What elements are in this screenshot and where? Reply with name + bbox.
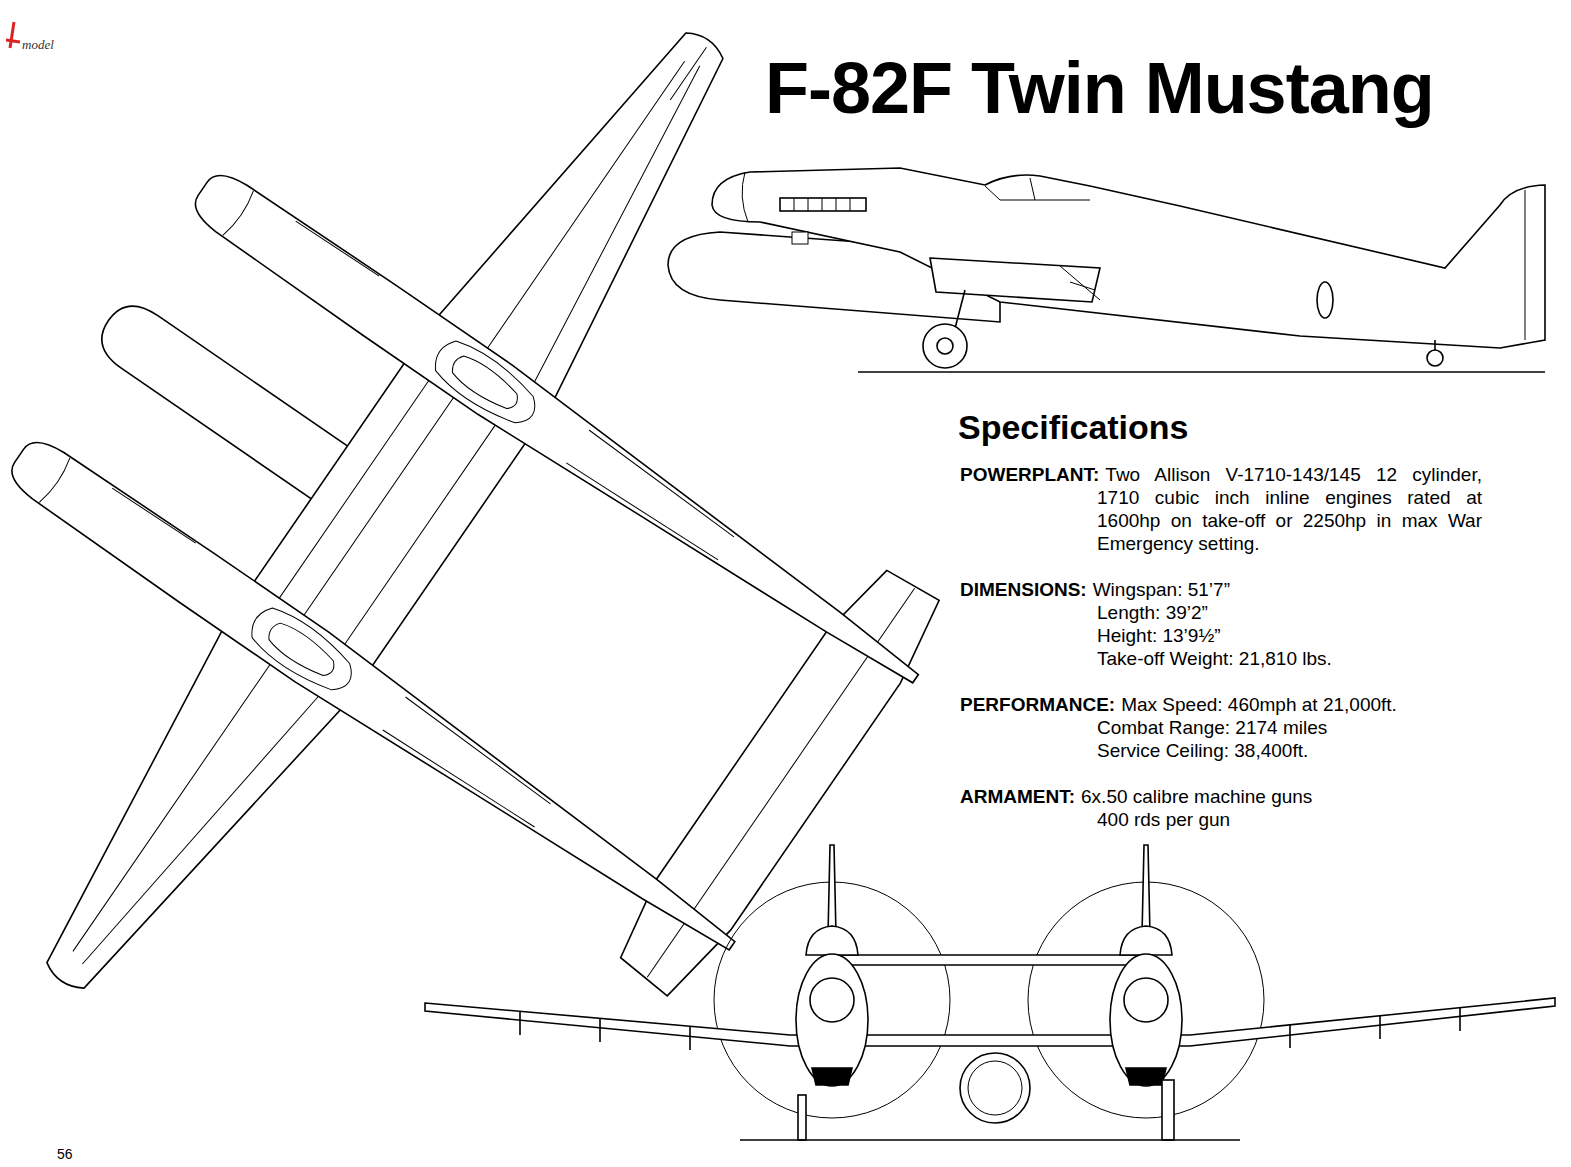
tailplane-front — [840, 955, 1138, 965]
flap-line — [1060, 266, 1100, 300]
spec-value: Service Ceiling: 38,400ft. — [1097, 739, 1482, 762]
fuselage-front — [796, 954, 868, 1086]
spec-heading: PERFORMANCE: — [960, 694, 1115, 715]
spec-value: 400 rds per gun — [1097, 808, 1482, 831]
fin — [1142, 845, 1150, 935]
logo-mark — [6, 22, 20, 48]
spec-group: DIMENSIONS: Wingspan: 51’7”Length: 39’2”H… — [960, 578, 1482, 670]
ground-line — [740, 1139, 1240, 1141]
spec-group: POWERPLANT:Two Allison V-1710-143/145 12… — [960, 463, 1482, 555]
fuselage — [2, 431, 749, 970]
canopy-line — [985, 178, 1090, 200]
fuselage-front — [1110, 954, 1182, 1086]
exhaust-stack — [780, 198, 866, 211]
page-number: 56 — [57, 1147, 73, 1161]
spec-heading: ARMAMENT: — [960, 786, 1075, 807]
section-heading: Specifications — [958, 410, 1189, 444]
spinner-front — [1124, 978, 1168, 1022]
center-pod-inner — [968, 1061, 1022, 1115]
main-wheel-hub — [937, 338, 953, 354]
top-view — [0, 0, 1147, 1167]
main-gear-front — [798, 1095, 806, 1140]
center-pod — [90, 294, 355, 504]
spec-heading: POWERPLANT: — [960, 464, 1099, 485]
side-fuselage — [712, 168, 1545, 348]
spec-group: ARMAMENT: 6x.50 calibre machine guns400 r… — [960, 785, 1482, 831]
spec-value: Take-off Weight: 21,810 lbs. — [1097, 647, 1482, 670]
fin — [828, 845, 836, 935]
spec-value: Height: 13’9½” — [1097, 624, 1482, 647]
spec-value: Max Speed: 460mph at 21,000ft. — [1121, 694, 1397, 715]
main-wheel — [923, 324, 967, 368]
spinner-front — [810, 978, 854, 1022]
tail-wheel — [1427, 350, 1443, 366]
main-gear-front — [1162, 1080, 1174, 1140]
spec-heading: DIMENSIONS: — [960, 579, 1087, 600]
tailplane — [605, 558, 951, 1005]
spec-value: Length: 39’2” — [1097, 601, 1482, 624]
radiator-scoop — [1126, 1068, 1166, 1085]
intake-grill — [792, 232, 808, 244]
radiator-scoop — [812, 1068, 852, 1085]
page-title: F-82F Twin Mustang — [765, 52, 1434, 124]
spec-value: Combat Range: 2174 miles — [1097, 716, 1482, 739]
spec-group: PERFORMANCE: Max Speed: 460mph at 21,000f… — [960, 693, 1482, 762]
spinner-line — [742, 172, 748, 222]
ground-line — [858, 371, 1545, 373]
side-view — [668, 168, 1545, 372]
front-view — [425, 845, 1555, 1140]
rudder-line — [1525, 190, 1526, 340]
watermark: model — [22, 38, 54, 51]
center-pod-front — [960, 1053, 1030, 1123]
spec-value: 6x.50 calibre machine guns — [1081, 786, 1312, 807]
fuselage-hatch — [1317, 282, 1333, 318]
front-wing — [425, 998, 1555, 1046]
canopy-front — [806, 926, 858, 955]
canopy-front — [1120, 926, 1172, 955]
side-wing — [930, 258, 1100, 302]
store-pylon — [520, 1008, 1460, 1050]
exhaust-port — [794, 198, 850, 211]
spec-value: Two Allison V-1710-143/145 12 cylinder, … — [1097, 464, 1482, 554]
spec-value: Wingspan: 51’7” — [1093, 579, 1230, 600]
